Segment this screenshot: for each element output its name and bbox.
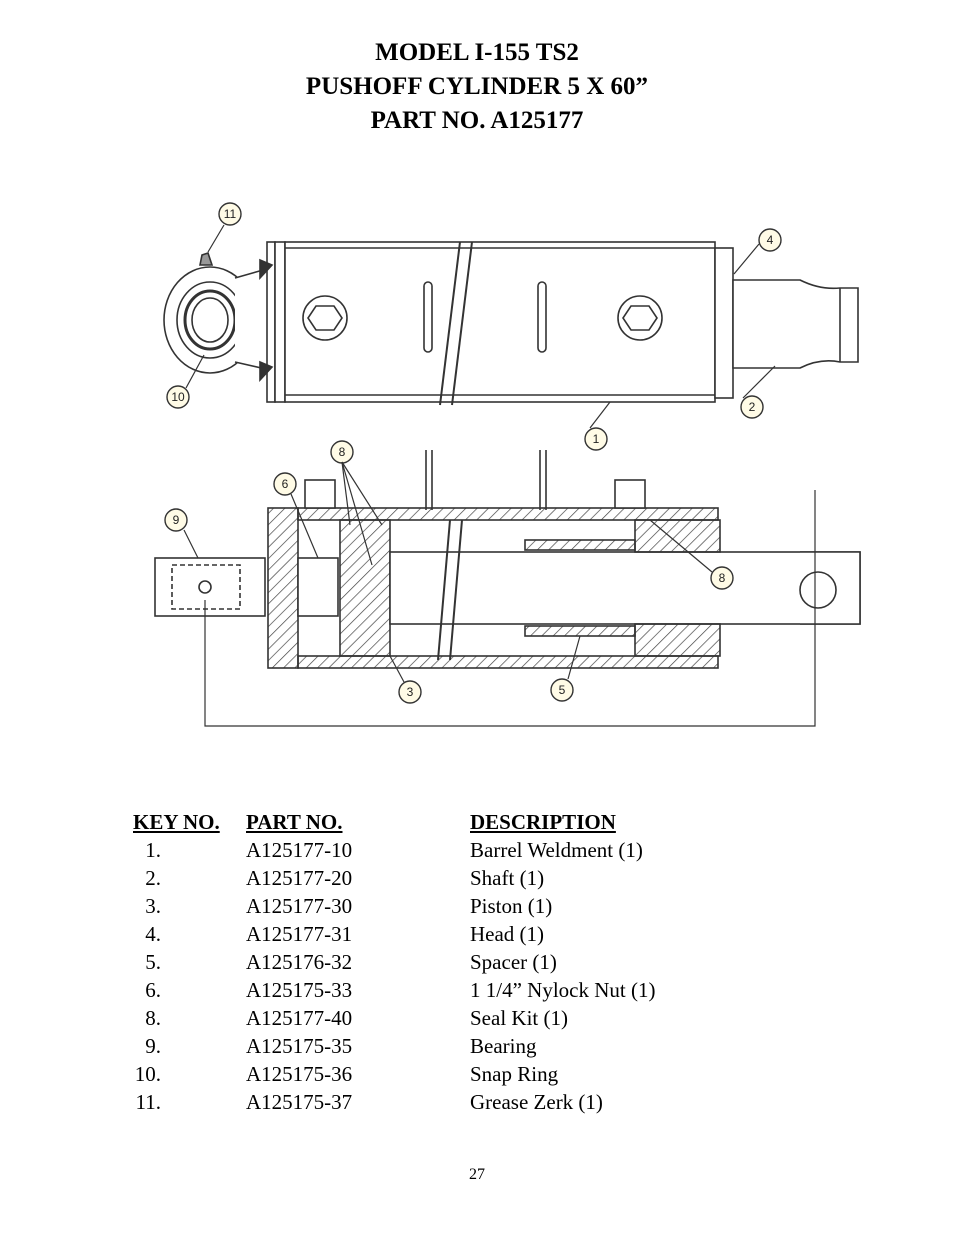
callout-2: 2 — [740, 395, 764, 419]
cylinder-diagram: 11 10 4 2 1 — [154, 202, 861, 727]
cell-part: A125176-32 — [246, 950, 353, 974]
rod-section — [389, 551, 861, 625]
cell-part: A125175-36 — [246, 1062, 353, 1086]
callout-8-top: 8 — [330, 440, 354, 464]
callout-9: 9 — [164, 508, 188, 532]
table-row: 1. A125177-10 Barrel Weldment (1) — [0, 838, 954, 866]
svg-text:2: 2 — [749, 400, 756, 414]
svg-text:10: 10 — [171, 390, 185, 404]
svg-text:6: 6 — [282, 477, 289, 491]
table-row: 2. A125177-20 Shaft (1) — [0, 866, 954, 894]
cell-key: 1. — [145, 838, 161, 862]
callout-4: 4 — [758, 228, 782, 252]
svg-text:1: 1 — [593, 432, 600, 446]
svg-text:8: 8 — [719, 571, 726, 585]
cell-key: 11. — [135, 1090, 161, 1114]
cell-part: A125177-20 — [246, 866, 353, 890]
cell-description: Shaft (1) — [470, 866, 545, 890]
title-part-number: PART NO. A125177 — [370, 107, 584, 134]
callout-11: 11 — [218, 202, 242, 226]
cell-description: Grease Zerk (1) — [470, 1090, 603, 1114]
cell-part: A125175-35 — [246, 1034, 353, 1058]
page-number: 27 — [469, 1166, 485, 1183]
callout-3: 3 — [398, 680, 422, 704]
svg-text:5: 5 — [559, 683, 566, 697]
cell-key: 9. — [145, 1034, 161, 1058]
title-component: PUSHOFF CYLINDER 5 X 60” — [305, 73, 649, 100]
cell-description: Barrel Weldment (1) — [470, 838, 643, 862]
cell-key: 5. — [145, 950, 161, 974]
svg-text:11: 11 — [224, 207, 237, 221]
header-part-no: PART NO. — [246, 810, 343, 834]
spacer-section — [524, 539, 636, 551]
table-row: 3. A125177-30 Piston (1) — [0, 894, 954, 922]
svg-text:4: 4 — [767, 233, 774, 247]
cell-description: Snap Ring — [470, 1062, 559, 1086]
cell-description: Piston (1) — [470, 894, 553, 918]
svg-text:9: 9 — [173, 513, 180, 527]
cell-part: A125175-37 — [246, 1090, 353, 1114]
cell-description: Head (1) — [470, 922, 545, 946]
table-row: 5. A125176-32 Spacer (1) — [0, 950, 954, 978]
callout-1: 1 — [584, 427, 608, 451]
header-description: DESCRIPTION — [470, 810, 616, 834]
table-row: 6. A125175-33 1 1/4” Nylock Nut (1) — [0, 978, 954, 1006]
cell-description: Bearing — [470, 1034, 537, 1058]
table-row: 11. A125175-37 Grease Zerk (1) — [0, 1090, 954, 1118]
callout-8-right: 8 — [710, 566, 734, 590]
callout-5: 5 — [550, 678, 574, 702]
section-view — [154, 450, 861, 727]
table-row: 9. A125175-35 Bearing — [0, 1034, 954, 1062]
callouts-section: 8 6 9 8 3 5 — [164, 440, 734, 704]
cell-description: Spacer (1) — [470, 950, 557, 974]
cell-key: 8. — [145, 1006, 161, 1030]
cell-key: 6. — [145, 978, 161, 1002]
cell-key: 3. — [145, 894, 161, 918]
header-key-no: KEY NO. — [133, 810, 220, 834]
svg-text:8: 8 — [339, 445, 346, 459]
title-model: MODEL I-155 TS2 — [375, 39, 579, 66]
callouts-exterior: 11 10 4 2 1 — [166, 202, 782, 451]
cell-key: 2. — [145, 866, 161, 890]
svg-text:3: 3 — [407, 685, 414, 699]
cell-part: A125177-10 — [246, 838, 353, 862]
table-row: 10. A125175-36 Snap Ring — [0, 1062, 954, 1090]
cell-part: A125177-30 — [246, 894, 353, 918]
shaft-exterior — [732, 279, 859, 369]
callout-6: 6 — [273, 472, 297, 496]
head-section — [634, 519, 721, 553]
cell-description: 1 1/4” Nylock Nut (1) — [470, 978, 656, 1002]
bearing-housing — [154, 557, 266, 617]
cell-part: A125177-40 — [246, 1006, 353, 1030]
cell-key: 10. — [134, 1062, 161, 1086]
table-row: 4. A125177-31 Head (1) — [0, 922, 954, 950]
exterior-view — [163, 241, 859, 406]
cell-part: A125175-33 — [246, 978, 353, 1002]
page-title: MODEL I-155 TS2 PUSHOFF CYLINDER 5 X 60”… — [0, 36, 954, 138]
cell-part: A125177-31 — [246, 922, 353, 946]
cell-description: Seal Kit (1) — [470, 1006, 568, 1030]
table-row: 8. A125177-40 Seal Kit (1) — [0, 1006, 954, 1034]
table-header: KEY NO. PART NO. DESCRIPTION — [0, 810, 954, 838]
grease-zerk — [199, 251, 214, 266]
callout-10: 10 — [166, 385, 190, 409]
cell-key: 4. — [145, 922, 161, 946]
